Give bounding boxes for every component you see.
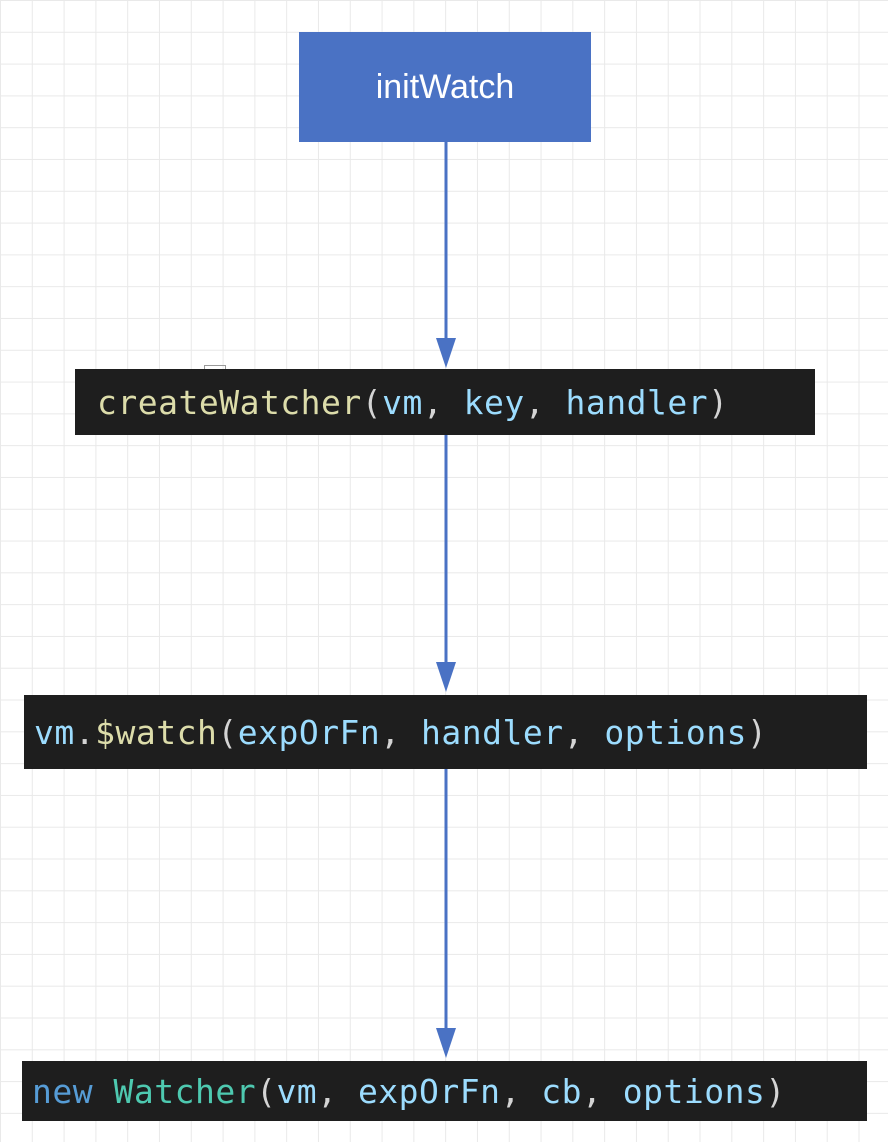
vmwatch-param-handler: handler [421,712,564,752]
newwatcher-sep-2: , [500,1071,542,1111]
arrow-createwatcher-to-vmwatch [436,435,456,692]
vmwatch-sep-2: , [563,712,605,752]
newwatcher-keyword: new [32,1071,94,1111]
vmwatch-dot: . [74,712,96,752]
arrow-initwatch-to-createwatcher [436,142,456,368]
newwatcher-sep-1: , [317,1071,358,1111]
vmwatch-open-paren: ( [217,712,238,752]
newwatcher-param-vm: vm [276,1071,318,1111]
createwatcher-fn: createWatcher [97,382,362,422]
createwatcher-sep-2: , [524,382,566,422]
newwatcher-space [93,1072,113,1111]
newwatcher-class: Watcher [113,1071,257,1111]
vmwatch-close-paren: ) [746,712,768,752]
arrow-vmwatch-to-newwatcher [436,769,456,1058]
newwatcher-node: new Watcher(vm, expOrFn, cb, options) [22,1061,867,1121]
createwatcher-param-handler: handler [565,382,709,422]
createwatcher-param-key: key [463,382,525,422]
createwatcher-open-paren: ( [361,382,383,422]
vmwatch-param-options: options [604,712,747,752]
vmwatch-fn: $watch [95,712,218,752]
newwatcher-param-exporfn: expOrFn [357,1071,501,1111]
newwatcher-sep-3: , [582,1071,623,1111]
createwatcher-close-paren: ) [708,382,729,422]
vmwatch-obj: vm [34,712,75,752]
vmwatch-param-exporfn: expOrFn [237,712,381,752]
createwatcher-param-vm: vm [382,382,423,422]
initwatch-label: initWatch [375,67,515,106]
newwatcher-open-paren: ( [256,1071,277,1111]
vmwatch-sep-1: , [380,712,422,752]
createwatcher-sep-1: , [422,382,464,422]
vmwatch-node: vm.$watch(expOrFn, handler, options) [24,695,867,769]
initwatch-node: initWatch [299,32,591,142]
createwatcher-node: createWatcher(vm, key, handler) [75,369,815,435]
newwatcher-close-paren: ) [765,1071,786,1111]
newwatcher-param-options: options [622,1071,766,1111]
newwatcher-param-cb: cb [541,1071,583,1111]
